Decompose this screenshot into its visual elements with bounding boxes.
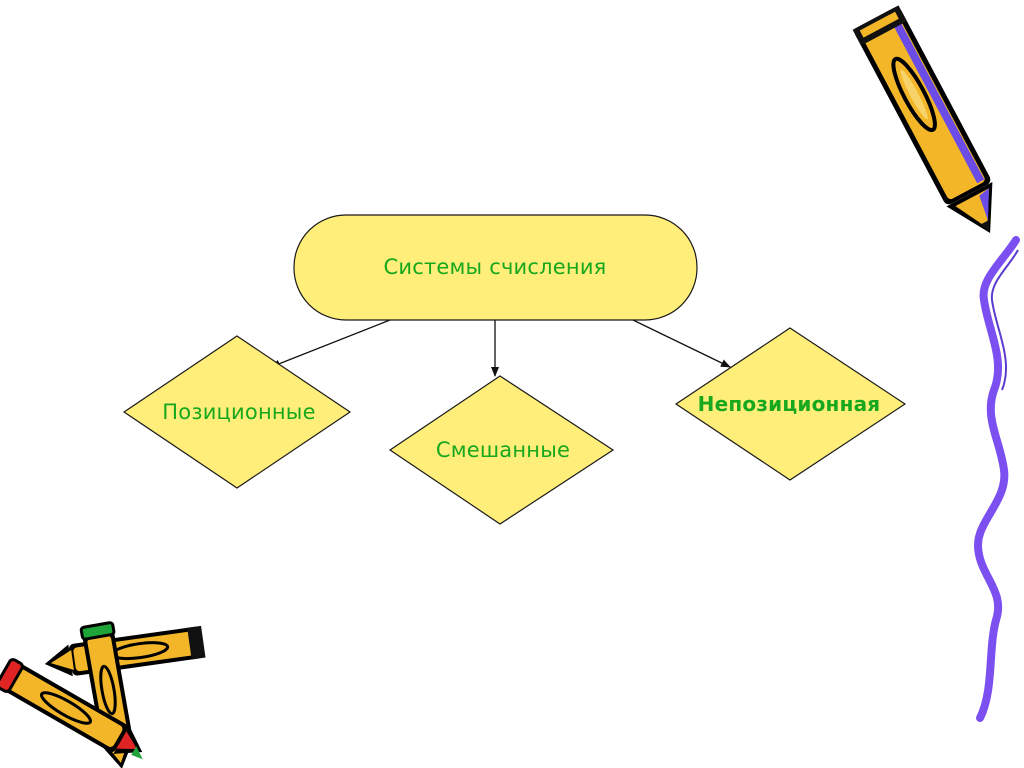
arrow-to-positional (270, 319, 391, 368)
diamond-nonpositional (674, 327, 907, 481)
crossed-pencils-icon (0, 621, 206, 768)
pencil-icon (852, 5, 993, 234)
root-node (293, 214, 698, 321)
mixed-label: Смешанные (435, 438, 571, 462)
nonpositional-label: Непозиционная (697, 392, 881, 416)
root-node-label: Системы счисления (383, 255, 607, 279)
diamond-mixed (388, 375, 615, 525)
arrow-to-nonpositional (632, 319, 731, 368)
positional-label: Позиционные (162, 400, 316, 424)
wavy-border (973, 236, 1020, 722)
diamond-positional (122, 335, 352, 489)
